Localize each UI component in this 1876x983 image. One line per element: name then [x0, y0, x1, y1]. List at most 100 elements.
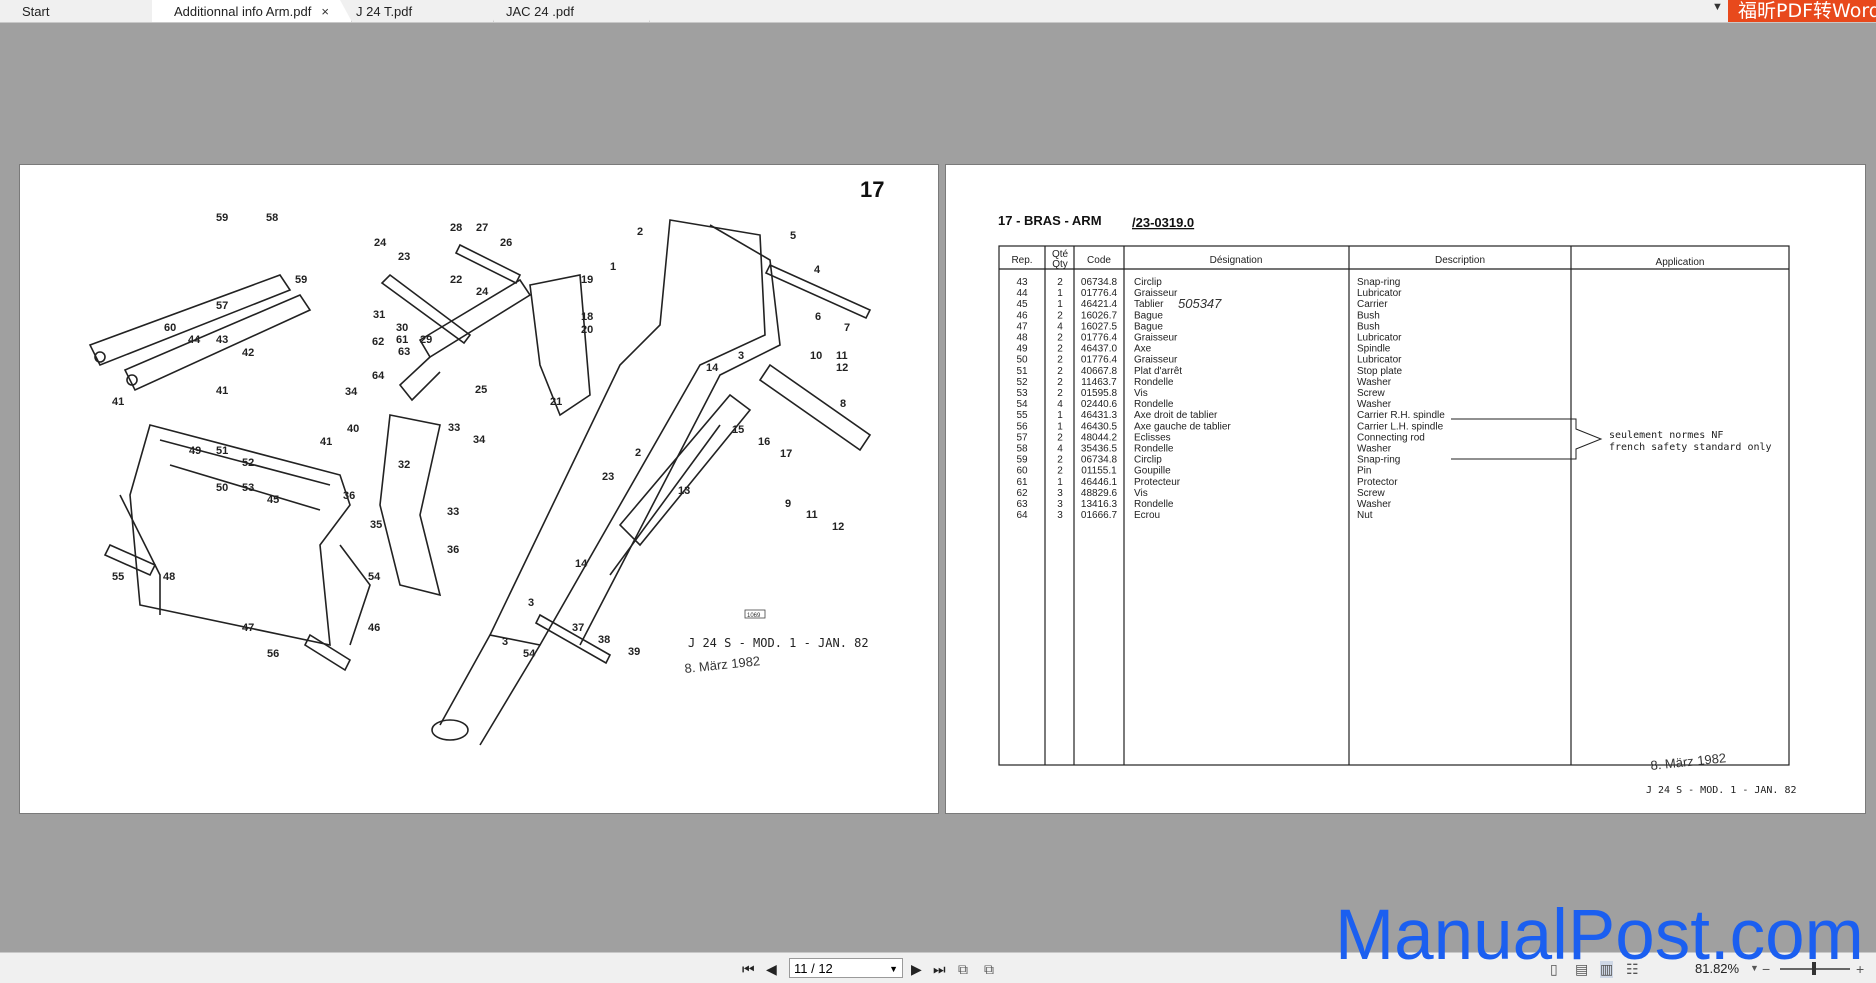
last-page-icon[interactable]: ⏭	[933, 961, 946, 977]
document-viewer[interactable]: 59 58 59 57 60 24 23 28 27 26 22 2 5 1 4…	[0, 23, 1876, 952]
row-qty: 2	[1057, 388, 1063, 399]
copy-page-icon[interactable]: ⧉	[984, 961, 994, 977]
callout-label: 21	[550, 396, 562, 408]
row-qty: 3	[1057, 510, 1063, 521]
parts-list-ref: /23-0319.0	[1132, 215, 1194, 230]
chevron-down-icon[interactable]: ▼	[889, 964, 898, 974]
callout-label: 5	[790, 230, 796, 242]
connecting-rod-shape	[123, 294, 312, 392]
row-designation: Tablier	[1134, 299, 1164, 310]
figure-code-label: 1069	[747, 613, 761, 619]
row-description: Washer	[1357, 499, 1392, 510]
row-description: Spindle	[1357, 344, 1391, 355]
row-qty: 2	[1057, 432, 1063, 443]
two-page-view-icon[interactable]: ▥	[1600, 961, 1614, 978]
callout-label: 55	[112, 571, 124, 583]
zoom-in-icon[interactable]: +	[1856, 961, 1865, 977]
callout-label: 11	[836, 350, 848, 362]
callout-label: 22	[450, 274, 462, 286]
first-page-icon[interactable]: ⏮	[742, 961, 755, 977]
callout-label: 34	[473, 434, 486, 446]
row-description: Washer	[1357, 444, 1392, 455]
callout-label: 33	[447, 506, 459, 518]
callout-label: 59	[295, 274, 307, 286]
row-rep: 58	[1016, 444, 1028, 455]
callout-label: 19	[581, 274, 593, 286]
tab-j24t[interactable]: J 24 T.pdf	[344, 0, 494, 22]
callout-label: 6	[815, 311, 821, 323]
callout-label: 30	[396, 322, 408, 334]
brand-banner[interactable]: 福昕PDF转Word	[1728, 0, 1876, 22]
callout-label: 56	[267, 648, 279, 660]
tab-additionnal-info-arm[interactable]: Additionnal info Arm.pdf ×	[152, 0, 352, 22]
row-code: 48044.2	[1081, 432, 1118, 443]
callout-label: 36	[447, 544, 459, 556]
callout-label: 25	[475, 384, 487, 396]
rotate-page-icon[interactable]: ⧉	[958, 961, 968, 977]
row-description: Lubricator	[1357, 288, 1402, 299]
row-description: Screw	[1357, 388, 1386, 399]
callout-label: 26	[500, 237, 512, 249]
row-code: 16026.7	[1081, 310, 1118, 321]
page-number-label: 17	[860, 177, 884, 202]
row-rep: 51	[1016, 366, 1028, 377]
row-code: 01595.8	[1081, 388, 1118, 399]
callout-label: 1	[610, 261, 616, 273]
row-qty: 1	[1057, 299, 1063, 310]
row-rep: 53	[1016, 388, 1028, 399]
row-rep: 62	[1016, 488, 1028, 499]
previous-page-icon[interactable]: ◀	[766, 961, 777, 977]
row-designation: Plat d'arrêt	[1134, 366, 1182, 377]
application-note-line-2: french safety standard only	[1609, 442, 1772, 453]
callout-label: 58	[266, 212, 278, 224]
callout-label: 16	[758, 436, 770, 448]
row-rep: 61	[1016, 477, 1028, 488]
row-designation: Graisseur	[1134, 333, 1178, 344]
callout-label: 50	[216, 482, 228, 494]
parts-list-table: 17 - BRAS - ARM /23-0319.0 Rep. Qté Qty …	[998, 213, 1797, 796]
row-qty: 2	[1057, 277, 1063, 288]
row-designation: Rondelle	[1134, 499, 1174, 510]
zoom-slider-handle[interactable]	[1812, 962, 1816, 975]
callout-label: 39	[628, 646, 640, 658]
callout-label: 40	[347, 423, 359, 435]
row-rep: 55	[1016, 410, 1028, 421]
row-qty: 2	[1057, 455, 1063, 466]
row-designation: Bague	[1134, 321, 1163, 332]
tab-list-dropdown-icon[interactable]: ▼	[1712, 1, 1723, 13]
row-qty: 2	[1057, 466, 1063, 477]
chevron-down-icon[interactable]: ▼	[1750, 963, 1759, 973]
page-number-input[interactable]: 11 / 12 ▼	[789, 958, 903, 978]
callout-label: 32	[398, 459, 410, 471]
row-description: Washer	[1357, 399, 1392, 410]
callout-label: 49	[189, 445, 201, 457]
next-page-icon[interactable]: ▶	[911, 961, 922, 977]
row-description: Carrier L.H. spindle	[1357, 421, 1444, 432]
callout-label: 63	[398, 346, 410, 358]
row-code: 06734.8	[1081, 277, 1118, 288]
row-code: 46437.0	[1081, 344, 1118, 355]
page-footer-label: J 24 S - MOD. 1 - JAN. 82	[688, 636, 869, 650]
continuous-view-icon[interactable]: ▤	[1575, 961, 1589, 977]
row-rep: 44	[1016, 288, 1028, 299]
tab-start[interactable]: Start	[0, 0, 160, 22]
row-qty: 2	[1057, 333, 1063, 344]
callout-label: 8	[840, 398, 846, 410]
callout-labels: 59 58 59 57 60 24 23 28 27 26 22 2 5 1 4…	[112, 212, 850, 660]
row-designation: Bague	[1134, 310, 1163, 321]
column-header-qty: Qty	[1052, 259, 1068, 270]
row-rep: 43	[1016, 277, 1028, 288]
callout-label: 11	[806, 509, 818, 521]
callout-label: 2	[637, 226, 643, 238]
application-bracket	[1451, 418, 1603, 460]
two-page-continuous-view-icon[interactable]: ☷	[1626, 961, 1639, 977]
single-page-view-icon[interactable]: ▯	[1550, 961, 1558, 977]
zoom-level[interactable]: 81.82%	[1695, 961, 1740, 976]
callout-label: 37	[572, 622, 584, 634]
close-tab-icon[interactable]: ×	[321, 4, 329, 19]
tab-jac24[interactable]: JAC 24 .pdf	[490, 0, 650, 22]
callout-label: 46	[368, 622, 380, 634]
row-description: Connecting rod	[1357, 432, 1425, 443]
zoom-out-icon[interactable]: −	[1762, 961, 1771, 977]
callout-label: 3	[738, 350, 744, 362]
